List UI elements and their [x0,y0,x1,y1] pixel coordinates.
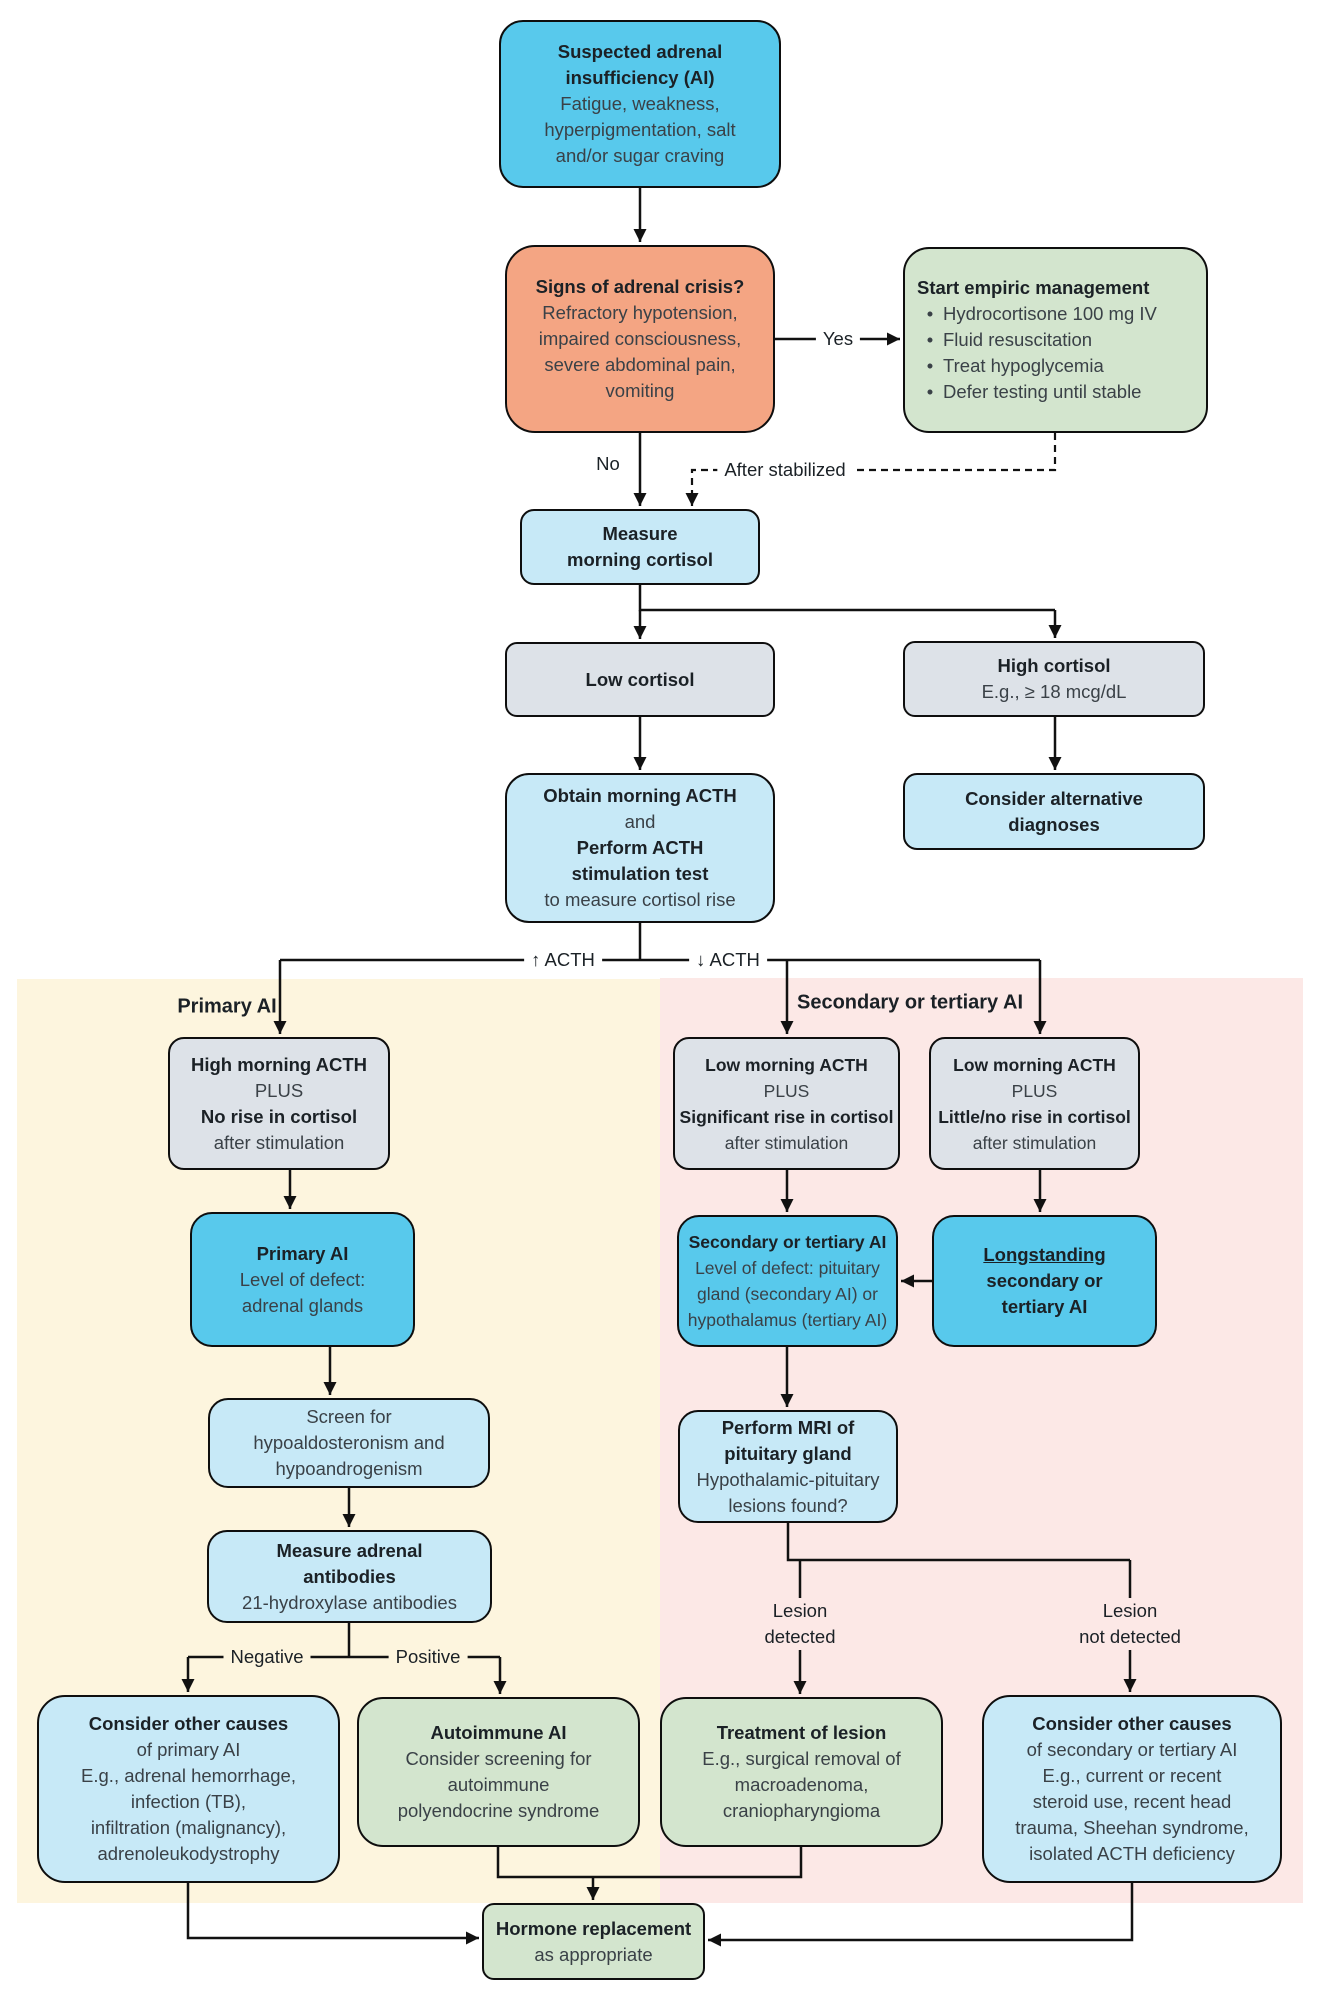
edge-label-negative: Negative [223,1644,311,1670]
bullet-item: •Defer testing until stable [917,379,1142,405]
bullet-icon: • [926,303,934,324]
box-low-acth-little-rise: Low morning ACTH PLUS Little/no rise in … [929,1037,1140,1170]
box-adrenal-crisis: Signs of adrenal crisis? Refractory hypo… [505,245,775,433]
bullet-item: •Treat hypoglycemia [917,353,1104,379]
box-secondary-tertiary-ai: Secondary or tertiary AI Level of defect… [677,1215,898,1347]
bullet-item: •Hydrocortisone 100 mg IV [917,301,1157,327]
edge-label-acth-high: ↑ ACTH [524,947,602,973]
box-empiric-management: Start empiric management •Hydrocortisone… [903,247,1208,433]
panel-heading-secondary-tertiary-ai: Secondary or tertiary AI [796,991,1024,1014]
edge-label-after-stabilized: After stabilized [717,457,853,483]
box-treatment-of-lesion: Treatment of lesion E.g., surgical remov… [660,1697,943,1847]
box-obtain-acth-stimulation: Obtain morning ACTH and Perform ACTH sti… [505,773,775,923]
box-low-cortisol: Low cortisol [505,642,775,717]
bullet-icon: • [926,381,934,402]
box-low-acth-significant-rise: Low morning ACTH PLUS Significant rise i… [673,1037,900,1170]
box-other-causes-secondary: Consider other causes of secondary or te… [982,1695,1282,1883]
edge-label-lesion-not-detected: Lesion not detected [1071,1598,1189,1650]
panel-heading-primary-ai: Primary AI [177,995,277,1018]
box-autoimmune-ai: Autoimmune AI Consider screening for aut… [357,1697,640,1847]
box-alternative-diagnoses: Consider alternative diagnoses [903,773,1205,850]
box-measure-adrenal-antibodies: Measure adrenal antibodies 21-hydroxylas… [207,1530,492,1623]
box-longstanding-ai: Longstanding secondary or tertiary AI [932,1215,1157,1347]
bullet-item: •Fluid resuscitation [917,327,1092,353]
edge-label-no: No [589,451,627,477]
edge-label-positive: Positive [388,1644,468,1670]
box-suspected-ai: Suspected adrenal insufficiency (AI) Fat… [499,20,781,188]
edge-label-acth-low: ↓ ACTH [689,947,767,973]
edge-label-yes: Yes [815,326,861,352]
box-hormone-replacement: Hormone replacement as appropriate [482,1903,705,1980]
edge-label-lesion-detected: Lesion detected [756,1598,844,1650]
box-high-cortisol: High cortisol E.g., ≥ 18 mcg/dL [903,641,1205,717]
box-other-causes-primary: Consider other causes of primary AI E.g.… [37,1695,340,1883]
box-screen-hypoaldosteronism: Screen for hypoaldosteronism and hypoand… [208,1398,490,1488]
box-mri-pituitary: Perform MRI of pituitary gland Hypothala… [678,1410,898,1523]
box-measure-morning-cortisol: Measure morning cortisol [520,509,760,585]
bullet-icon: • [926,355,934,376]
box-high-morning-acth: High morning ACTH PLUS No rise in cortis… [168,1037,390,1170]
box-primary-ai: Primary AI Level of defect: adrenal glan… [190,1212,415,1347]
bullet-icon: • [926,329,934,350]
